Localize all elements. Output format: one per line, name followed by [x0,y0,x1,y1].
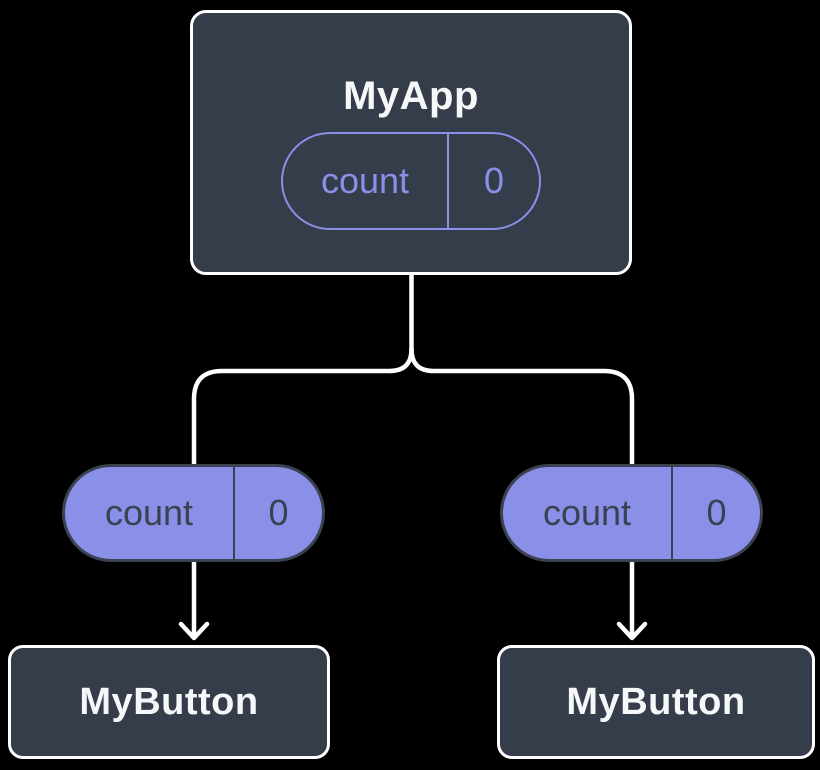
node-mybutton-left-title: MyButton [79,680,259,723]
state-pill-value: 0 [447,134,539,228]
state-pill: count 0 [281,132,541,230]
prop-pill-left: count 0 [62,464,325,562]
branch-left-line [191,346,414,468]
state-pill-label: count [320,160,410,201]
node-mybutton-right-title: MyButton [566,680,746,723]
node-mybutton-left: MyButton [8,645,330,759]
node-mybutton-right: MyButton [497,645,815,759]
branch-right-line [409,346,635,468]
arrow-right-head-icon [616,621,648,641]
node-myapp-title: MyApp [343,74,479,118]
prop-pill-left-value: 0 [233,467,322,559]
prop-pill-right: count 0 [500,464,763,562]
node-myapp: MyApp count 0 [190,10,632,275]
prop-pill-right-value: 0 [671,467,760,559]
arrow-left-head-icon [178,621,210,641]
prop-pill-left-label: count [104,492,194,533]
prop-pill-right-label: count [542,492,632,533]
